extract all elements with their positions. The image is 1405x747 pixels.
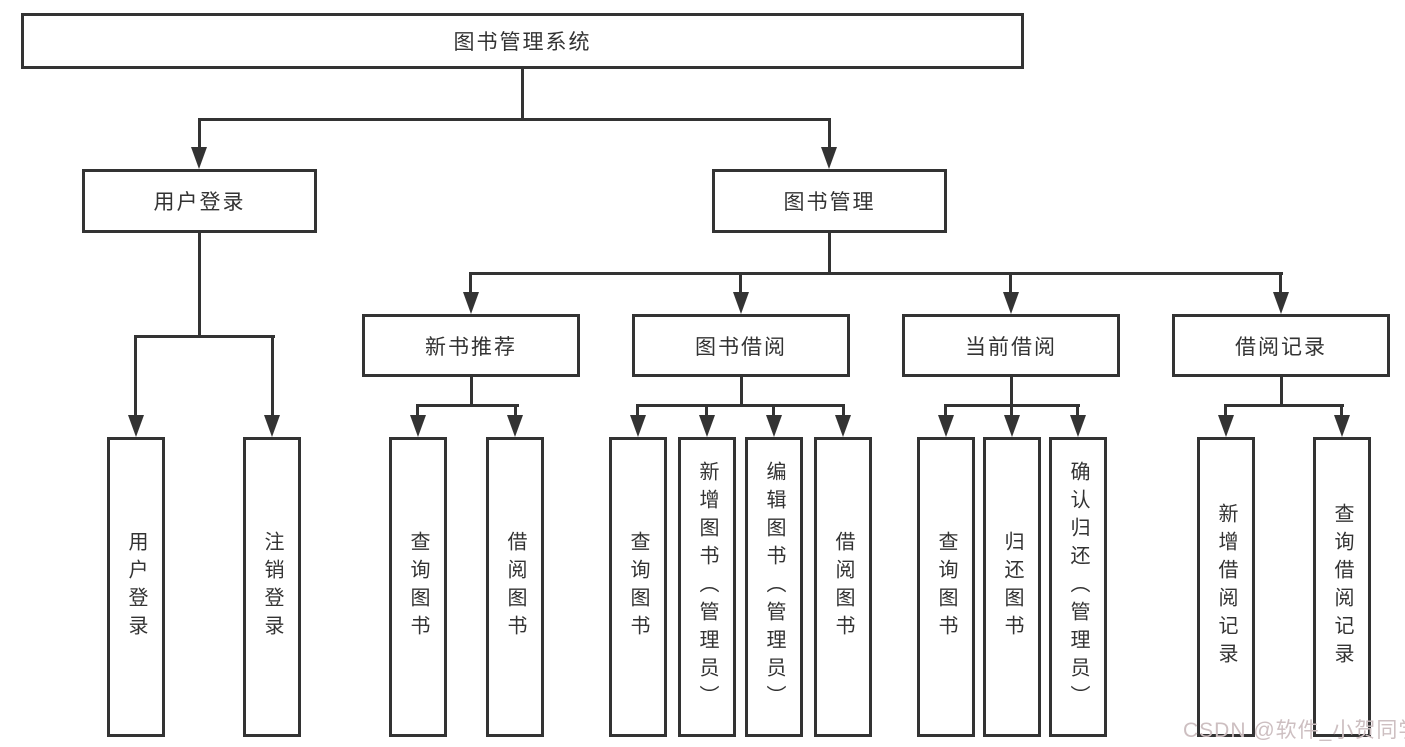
connector-userlogin-shaft — [198, 118, 201, 150]
arrowhead-down-icon — [191, 147, 207, 169]
arrowhead-down-icon — [128, 415, 144, 437]
arrowhead-down-icon — [733, 292, 749, 314]
connector-leaf-shaft — [842, 404, 845, 419]
connector-leaf-shaft — [1224, 404, 1227, 419]
arrowhead-down-icon — [507, 415, 523, 437]
connector-leaf-shaft — [705, 404, 708, 419]
connector-bookborrow-vline — [740, 375, 743, 407]
connector-root-hline — [198, 118, 831, 121]
node-borrowing-records: 借阅记录 — [1172, 314, 1390, 377]
arrowhead-down-icon — [1003, 292, 1019, 314]
connector-userlogin-vline — [198, 231, 201, 338]
arrowhead-down-icon — [938, 415, 954, 437]
connector-leaf-shaft — [1340, 404, 1343, 419]
leaf-label: 借阅图书 — [504, 531, 526, 643]
arrowhead-down-icon — [1070, 415, 1086, 437]
leaf-label: 查询图书 — [407, 531, 429, 643]
connector-leaf-shaft — [636, 404, 639, 419]
connector-userlogin-hline — [134, 335, 275, 338]
connector-root-vline — [521, 66, 524, 121]
leaf-label: 查询图书 — [935, 531, 957, 643]
arrowhead-down-icon — [410, 415, 426, 437]
connector-leaf-shaft — [134, 335, 137, 419]
node-root: 图书管理系统 — [21, 13, 1024, 69]
leaf-label: 借阅图书 — [832, 531, 854, 643]
connector-newbook-hline — [416, 404, 519, 407]
connector-l3-shaft — [1279, 272, 1282, 296]
leaf-label: 查询图书 — [627, 531, 649, 643]
leaf-return-books: 归还图书 — [983, 437, 1041, 737]
connector-l3-shaft — [739, 272, 742, 296]
leaf-label: 用户登录 — [125, 531, 147, 643]
arrowhead-down-icon — [463, 292, 479, 314]
arrowhead-down-icon — [766, 415, 782, 437]
leaf-label: 编辑图书（管理员） — [763, 461, 785, 713]
leaf-label: 查询借阅记录 — [1331, 503, 1353, 671]
connector-leaf-shaft — [514, 404, 517, 419]
leaf-label: 新增图书（管理员） — [696, 461, 718, 713]
connector-leaf-shaft — [1010, 404, 1013, 419]
connector-leaf-shaft — [772, 404, 775, 419]
leaf-label: 新增借阅记录 — [1215, 503, 1237, 671]
leaf-confirm-return-admin: 确认归还（管理员） — [1049, 437, 1107, 737]
leaf-query-books-newbook: 查询图书 — [389, 437, 447, 737]
connector-bookmgmt-shaft — [828, 118, 831, 150]
node-book-management: 图书管理 — [712, 169, 947, 233]
connector-leaf-shaft — [271, 335, 274, 419]
connector-leaf-shaft — [1076, 404, 1079, 419]
connector-l3-shaft — [1009, 272, 1012, 296]
leaf-borrow-books-newbook: 借阅图书 — [486, 437, 544, 737]
arrowhead-down-icon — [1273, 292, 1289, 314]
node-current-borrowing: 当前借阅 — [902, 314, 1120, 377]
connector-borrowrecord-vline — [1280, 375, 1283, 407]
leaf-query-books-borrow: 查询图书 — [609, 437, 667, 737]
connector-borrowrecord-hline — [1224, 404, 1344, 407]
arrowhead-down-icon — [1218, 415, 1234, 437]
leaf-query-books-current: 查询图书 — [917, 437, 975, 737]
csdn-watermark: CSDN @软件_小贺同学 — [1183, 719, 1405, 742]
arrowhead-down-icon — [264, 415, 280, 437]
connector-leaf-shaft — [944, 404, 947, 419]
leaf-logout: 注销登录 — [243, 437, 301, 737]
arrowhead-down-icon — [1334, 415, 1350, 437]
node-book-borrowing: 图书借阅 — [632, 314, 850, 377]
connector-bookborrow-hline — [636, 404, 845, 407]
leaf-add-book-admin: 新增图书（管理员） — [678, 437, 736, 737]
node-user-login: 用户登录 — [82, 169, 317, 233]
connector-currentborrow-vline — [1010, 375, 1013, 407]
leaf-label: 确认归还（管理员） — [1067, 461, 1089, 713]
leaf-query-borrow-record: 查询借阅记录 — [1313, 437, 1371, 737]
arrowhead-down-icon — [699, 415, 715, 437]
connector-l3-shaft — [469, 272, 472, 296]
connector-level3-hline — [469, 272, 1283, 275]
leaf-user-login: 用户登录 — [107, 437, 165, 737]
arrowhead-down-icon — [821, 147, 837, 169]
arrowhead-down-icon — [835, 415, 851, 437]
arrowhead-down-icon — [630, 415, 646, 437]
arrowhead-down-icon — [1004, 415, 1020, 437]
leaf-borrow-books-borrow: 借阅图书 — [814, 437, 872, 737]
connector-newbook-vline — [470, 375, 473, 407]
node-new-book-recommendation: 新书推荐 — [362, 314, 580, 377]
leaf-edit-book-admin: 编辑图书（管理员） — [745, 437, 803, 737]
leaf-add-borrow-record: 新增借阅记录 — [1197, 437, 1255, 737]
connector-leaf-shaft — [416, 404, 419, 419]
leaf-label: 注销登录 — [261, 531, 283, 643]
leaf-label: 归还图书 — [1001, 531, 1023, 643]
connector-bookmgmt-vline — [828, 231, 831, 275]
